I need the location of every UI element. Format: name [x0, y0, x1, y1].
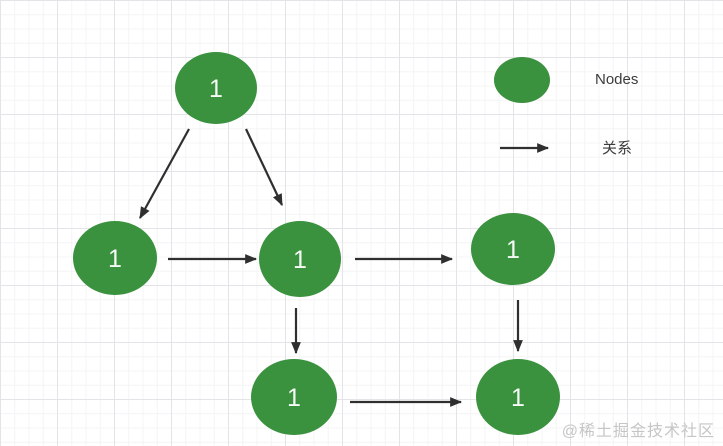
node-label: 1 — [293, 246, 307, 274]
node-shape[interactable] — [259, 221, 341, 297]
graph-edge-top-to-midcenter — [245, 128, 283, 206]
graph-node-bottom-left[interactable]: 1 — [251, 359, 337, 435]
graph-node-mid-center[interactable]: 1 — [259, 221, 341, 297]
node-shape[interactable] — [175, 52, 257, 124]
node-label: 1 — [511, 384, 525, 412]
graph-node-top[interactable]: 1 — [175, 52, 257, 124]
graph-node-mid-right[interactable]: 1 — [471, 213, 555, 285]
legend: Nodes 关系 — [494, 57, 638, 157]
graph-edges — [139, 128, 523, 407]
node-shape[interactable] — [476, 359, 560, 435]
node-label: 1 — [287, 384, 301, 412]
graph-nodes: 1 1 1 1 1 1 — [73, 52, 560, 435]
node-label: 1 — [506, 236, 520, 264]
graph-edge-top-to-midleft — [139, 128, 190, 219]
graph-node-mid-left[interactable]: 1 — [73, 221, 157, 295]
legend-relation-label: 关系 — [602, 140, 632, 157]
graph-node-bottom-right[interactable]: 1 — [476, 359, 560, 435]
node-shape[interactable] — [73, 221, 157, 295]
node-shape[interactable] — [251, 359, 337, 435]
legend-nodes-label: Nodes — [595, 71, 638, 88]
node-label: 1 — [108, 245, 122, 273]
watermark: @稀土掘金技术社区 — [561, 423, 715, 440]
legend-node-sample — [494, 57, 550, 103]
node-label: 1 — [209, 75, 223, 103]
node-shape[interactable] — [471, 213, 555, 285]
